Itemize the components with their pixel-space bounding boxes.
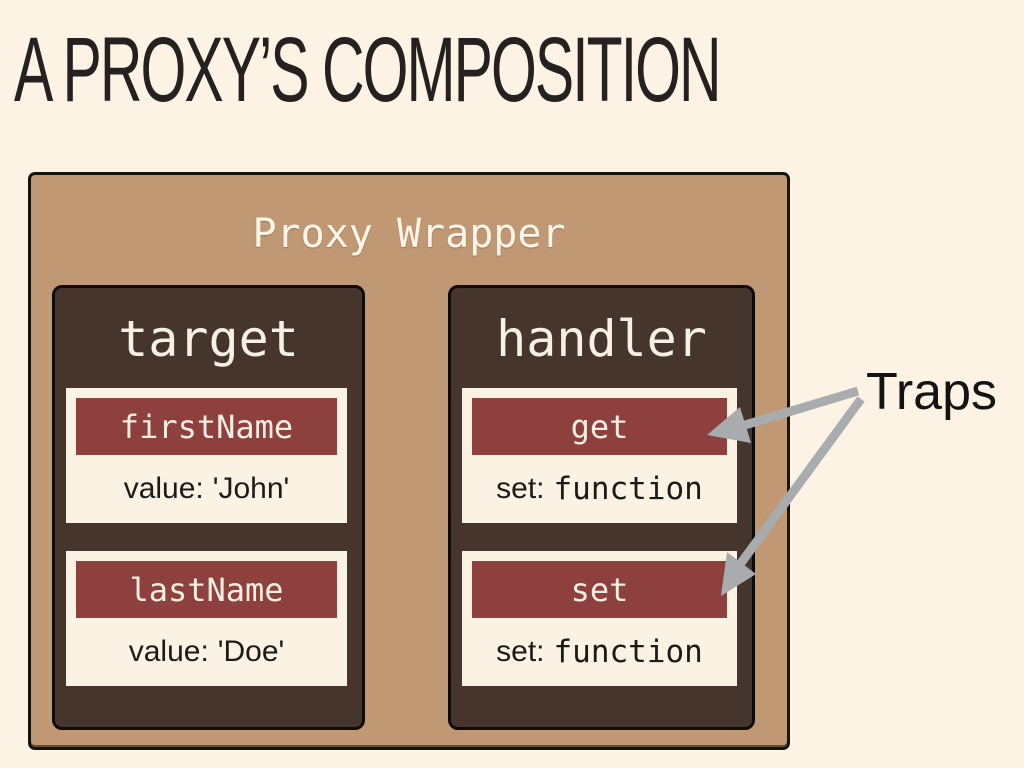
property-header-lastname: lastName	[76, 561, 337, 618]
target-box: target firstName value: 'John' lastName …	[52, 285, 365, 730]
trap-body-set: set: function	[462, 618, 737, 686]
trap-header-set: set	[472, 561, 727, 618]
slide-title: A PROXY’S COMPOSITION	[14, 19, 722, 121]
property-body-label: value:	[123, 472, 204, 505]
trap-body-get: set: function	[462, 455, 737, 523]
proxy-wrapper-label: Proxy Wrapper	[252, 211, 566, 257]
target-box-title: target	[118, 310, 299, 368]
traps-label: Traps	[866, 363, 997, 421]
property-body-label: value:	[128, 635, 209, 668]
trap-card-get: get set: function	[462, 388, 737, 523]
proxy-wrapper-box: Proxy Wrapper target firstName value: 'J…	[28, 172, 790, 750]
trap-header-get: get	[472, 398, 727, 455]
property-card-lastname: lastName value: 'Doe'	[66, 551, 347, 686]
trap-body-label: set:	[496, 472, 545, 505]
property-header-firstname: firstName	[76, 398, 337, 455]
property-body-value: 'John'	[212, 472, 290, 505]
trap-body-label: set:	[496, 635, 545, 668]
property-body-firstname: value: 'John'	[66, 455, 347, 523]
trap-body-value: function	[553, 634, 703, 670]
handler-box-title: handler	[496, 310, 707, 368]
trap-card-set: set set: function	[462, 551, 737, 686]
property-body-lastname: value: 'Doe'	[66, 618, 347, 686]
handler-box: handler get set: function set set: funct…	[448, 285, 755, 730]
trap-body-value: function	[553, 471, 703, 507]
property-body-value: 'Doe'	[217, 635, 285, 668]
property-card-firstname: firstName value: 'John'	[66, 388, 347, 523]
